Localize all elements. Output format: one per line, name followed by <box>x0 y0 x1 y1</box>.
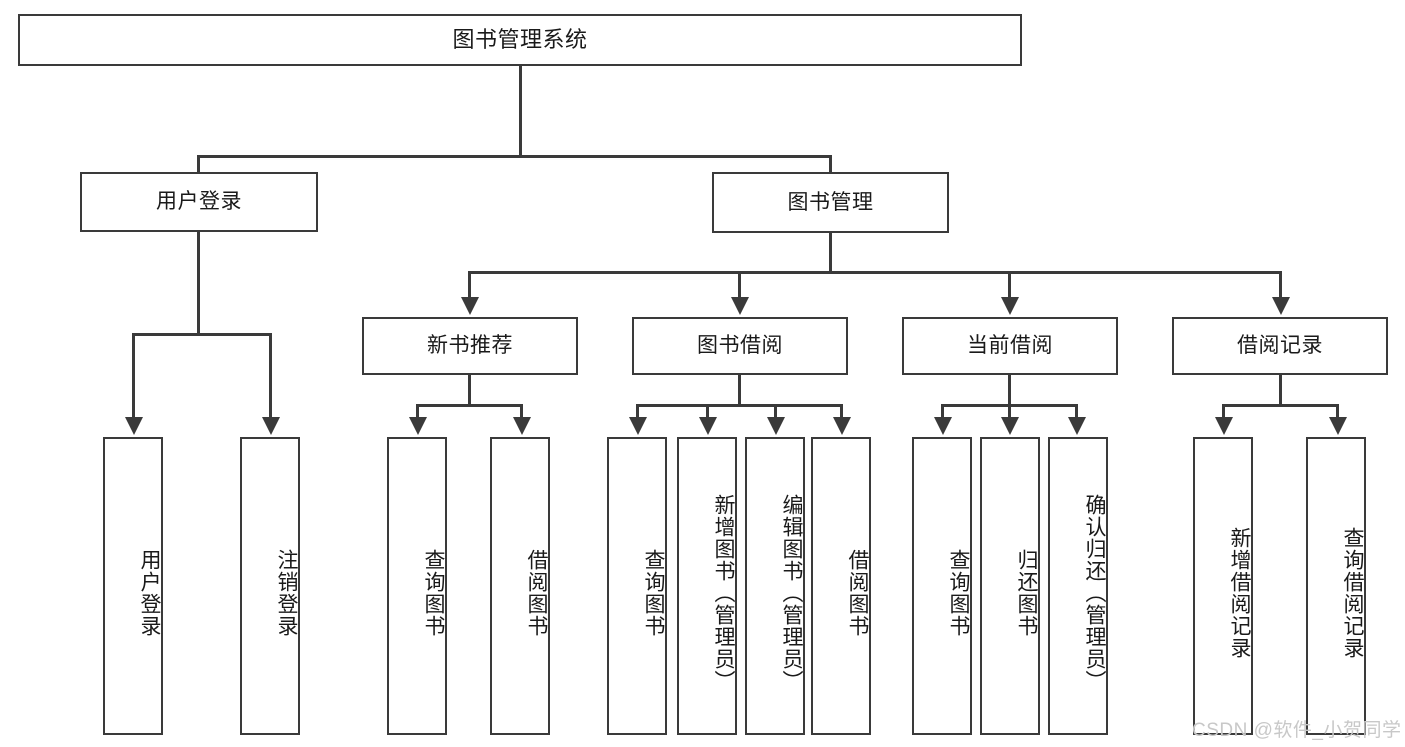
node-new-book-recommend[interactable]: 新书推荐 <box>362 317 578 375</box>
leaf-borrow-book-newbook[interactable]: 借阅图书 <box>490 437 550 735</box>
arrow-to-leaf-return-book <box>1001 417 1019 435</box>
node-current-borrow[interactable]: 当前借阅 <box>902 317 1118 375</box>
node-label: 查询图书 <box>947 549 970 637</box>
node-borrow-record[interactable]: 借阅记录 <box>1172 317 1388 375</box>
connector-book-mgmt-bus <box>468 271 1282 274</box>
leaf-query-book-newbook[interactable]: 查询图书 <box>387 437 447 735</box>
arrow-to-leaf-query-record <box>1329 417 1347 435</box>
connector-new-book-left-drop <box>416 404 419 419</box>
arrow-to-leaf-logout <box>262 417 280 435</box>
connector-new-book-bus <box>416 404 523 407</box>
node-label: 借阅记录 <box>1237 334 1323 358</box>
node-label: 图书借阅 <box>697 334 783 358</box>
connector-current-borrow-stem <box>1008 375 1011 405</box>
node-label: 注销登录 <box>275 549 298 637</box>
connector-to-current-borrow <box>1008 271 1011 299</box>
connector-to-new-book <box>468 271 471 299</box>
connector-root-bus <box>197 155 832 158</box>
leaf-query-book-borrow[interactable]: 查询图书 <box>607 437 667 735</box>
connector-cb-drop-1 <box>941 404 944 419</box>
arrow-to-leaf-query-book-1 <box>409 417 427 435</box>
connector-bb-drop-2 <box>706 404 709 419</box>
node-user-login[interactable]: 用户登录 <box>80 172 318 232</box>
arrow-to-leaf-user-login <box>125 417 143 435</box>
leaf-add-borrow-record[interactable]: 新增借阅记录 <box>1193 437 1253 735</box>
node-label: 图书管理 <box>787 190 874 214</box>
node-label: 借阅图书 <box>525 549 548 637</box>
node-book-management[interactable]: 图书管理 <box>712 172 949 233</box>
arrow-to-leaf-add-record <box>1215 417 1233 435</box>
connector-cb-drop-3 <box>1075 404 1078 419</box>
connector-to-borrow-record <box>1279 271 1282 299</box>
node-label: 查询借阅记录 <box>1341 527 1364 659</box>
connector-br-drop-2 <box>1336 404 1339 419</box>
node-label: 编辑图书（管理员） <box>780 494 803 692</box>
connector-new-book-stem <box>468 375 471 405</box>
leaf-borrow-book-borrow[interactable]: 借阅图书 <box>811 437 871 735</box>
leaf-query-book-current[interactable]: 查询图书 <box>912 437 972 735</box>
node-label: 确认归还（管理员） <box>1083 494 1106 692</box>
node-label: 归还图书 <box>1015 549 1038 637</box>
connector-br-drop-1 <box>1222 404 1225 419</box>
leaf-edit-book-admin[interactable]: 编辑图书（管理员） <box>745 437 805 735</box>
arrow-to-leaf-edit-book <box>767 417 785 435</box>
arrow-to-leaf-borrow-book-1 <box>513 417 531 435</box>
arrow-to-leaf-query-book-2 <box>629 417 647 435</box>
connector-bb-drop-4 <box>840 404 843 419</box>
connector-cb-drop-2 <box>1008 404 1011 419</box>
leaf-confirm-return-admin[interactable]: 确认归还（管理员） <box>1048 437 1108 735</box>
connector-new-book-right-drop <box>520 404 523 419</box>
leaf-return-book[interactable]: 归还图书 <box>980 437 1040 735</box>
node-label: 借阅图书 <box>846 549 869 637</box>
connector-borrow-record-bus <box>1222 404 1339 407</box>
arrow-to-borrow-record <box>1272 297 1290 315</box>
connector-book-mgmt-stem <box>829 233 832 273</box>
arrow-to-leaf-borrow-book-2 <box>833 417 851 435</box>
connector-bb-drop-3 <box>774 404 777 419</box>
connector-root-to-user-login <box>197 155 200 183</box>
connector-root-stem <box>519 66 522 157</box>
node-root-system[interactable]: 图书管理系统 <box>18 14 1022 66</box>
arrow-to-book-borrow <box>731 297 749 315</box>
node-label: 新增图书（管理员） <box>712 494 735 692</box>
arrow-to-leaf-confirm-return <box>1068 417 1086 435</box>
arrow-to-leaf-add-book <box>699 417 717 435</box>
leaf-user-login[interactable]: 用户登录 <box>103 437 163 735</box>
node-label: 用户登录 <box>138 549 161 637</box>
connector-book-borrow-bus <box>636 404 842 407</box>
connector-borrow-record-stem <box>1279 375 1282 405</box>
node-label: 新增借阅记录 <box>1228 527 1251 659</box>
node-label: 图书管理系统 <box>452 26 588 52</box>
node-label: 查询图书 <box>422 549 445 637</box>
arrow-to-leaf-query-book-3 <box>934 417 952 435</box>
arrow-to-new-book <box>461 297 479 315</box>
connector-to-book-borrow <box>738 271 741 299</box>
leaf-logout[interactable]: 注销登录 <box>240 437 300 735</box>
arrow-to-current-borrow <box>1001 297 1019 315</box>
connector-root-to-book-mgmt <box>829 155 832 183</box>
connector-user-login-right-drop <box>269 333 272 419</box>
csdn-watermark: CSDN @软件_小贺同学 <box>1192 720 1402 741</box>
leaf-query-borrow-record[interactable]: 查询借阅记录 <box>1306 437 1366 735</box>
connector-user-login-bus <box>132 333 272 336</box>
node-label: 当前借阅 <box>967 334 1053 358</box>
node-label: 用户登录 <box>156 190 242 214</box>
node-label: 查询图书 <box>642 549 665 637</box>
node-label: 新书推荐 <box>427 334 513 358</box>
connector-bb-drop-1 <box>636 404 639 419</box>
node-book-borrow[interactable]: 图书借阅 <box>632 317 848 375</box>
leaf-add-book-admin[interactable]: 新增图书（管理员） <box>677 437 737 735</box>
connector-book-borrow-stem <box>738 375 741 405</box>
connector-user-login-left-drop <box>132 333 135 419</box>
connector-user-login-stem <box>197 232 200 335</box>
